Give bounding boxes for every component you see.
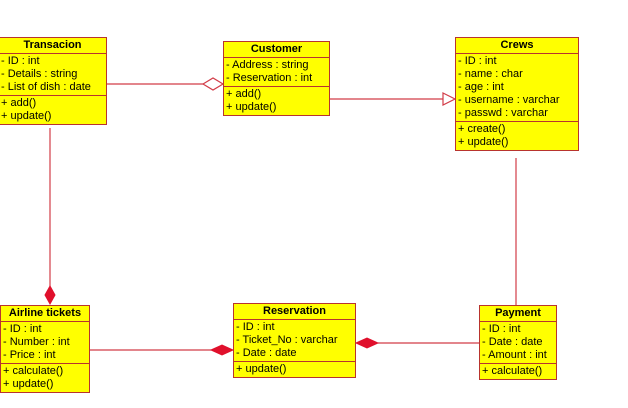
attribute: - ID : int — [1, 55, 40, 67]
operation: + add() — [1, 97, 37, 109]
attributes-section: - ID : int - Number : int - Price : int — [1, 322, 89, 364]
generalization-arrow — [442, 92, 457, 106]
class-title: Payment — [480, 306, 556, 322]
operations-section: + add() + update() — [0, 96, 106, 124]
operation: + add() — [226, 88, 262, 100]
class-title: Airline tickets — [1, 306, 89, 322]
attribute: - Number : int — [3, 336, 70, 348]
class-airline-tickets[interactable]: Airline tickets - ID : int - Number : in… — [0, 305, 90, 393]
attribute: - Details : string — [1, 68, 78, 80]
attributes-section: - ID : int - Date : date - Amount : int — [480, 322, 556, 364]
attributes-section: - ID : int - Ticket_No : varchar - Date … — [234, 320, 355, 362]
class-title: Transacion — [0, 38, 106, 54]
class-reservation[interactable]: Reservation - ID : int - Ticket_No : var… — [233, 303, 356, 378]
attribute: - name : char — [458, 68, 523, 80]
composition-diamond-reservation-right — [354, 337, 380, 349]
class-title: Crews — [456, 38, 578, 54]
attribute: - Date : date — [236, 347, 297, 359]
attribute: - Price : int — [3, 349, 56, 361]
aggregation-diamond — [201, 77, 225, 91]
operation: + update() — [226, 101, 277, 113]
attribute: - Address : string — [226, 59, 309, 71]
class-title: Reservation — [234, 304, 355, 320]
attribute: - passwd : varchar — [458, 107, 548, 119]
attribute: - Ticket_No : varchar — [236, 334, 338, 346]
attribute: - Date : date — [482, 336, 543, 348]
attribute: - ID : int — [458, 55, 497, 67]
attribute: - ID : int — [236, 321, 275, 333]
class-title: Customer — [224, 42, 329, 58]
attributes-section: - ID : int - name : char - age : int - u… — [456, 54, 578, 122]
attribute: - age : int — [458, 81, 504, 93]
operations-section: + calculate() — [480, 364, 556, 379]
attribute: - Reservation : int — [226, 72, 313, 84]
class-customer[interactable]: Customer - Address : string - Reservatio… — [223, 41, 330, 116]
operation: + update() — [236, 363, 287, 375]
attribute: - List of dish : date — [1, 81, 91, 93]
attribute: - ID : int — [3, 323, 42, 335]
operations-section: + update() — [234, 362, 355, 377]
attribute: - Amount : int — [482, 349, 547, 361]
operation: + calculate() — [482, 365, 543, 377]
operation: + update() — [3, 378, 54, 390]
attribute: - ID : int — [482, 323, 521, 335]
attribute: - username : varchar — [458, 94, 560, 106]
attributes-section: - Address : string - Reservation : int — [224, 58, 329, 87]
operations-section: + create() + update() — [456, 122, 578, 150]
operation: + calculate() — [3, 365, 64, 377]
class-payment[interactable]: Payment - ID : int - Date : date - Amoun… — [479, 305, 557, 380]
operation: + update() — [1, 110, 52, 122]
composition-diamond-airline — [44, 284, 56, 306]
attributes-section: - ID : int - Details : string - List of … — [0, 54, 106, 96]
class-crews[interactable]: Crews - ID : int - name : char - age : i… — [455, 37, 579, 151]
operations-section: + add() + update() — [224, 87, 329, 115]
class-transaction[interactable]: Transacion - ID : int - Details : string… — [0, 37, 107, 125]
operation: + create() — [458, 123, 506, 135]
composition-diamond-reservation-left — [209, 344, 235, 356]
operations-section: + calculate() + update() — [1, 364, 89, 392]
operation: + update() — [458, 136, 509, 148]
